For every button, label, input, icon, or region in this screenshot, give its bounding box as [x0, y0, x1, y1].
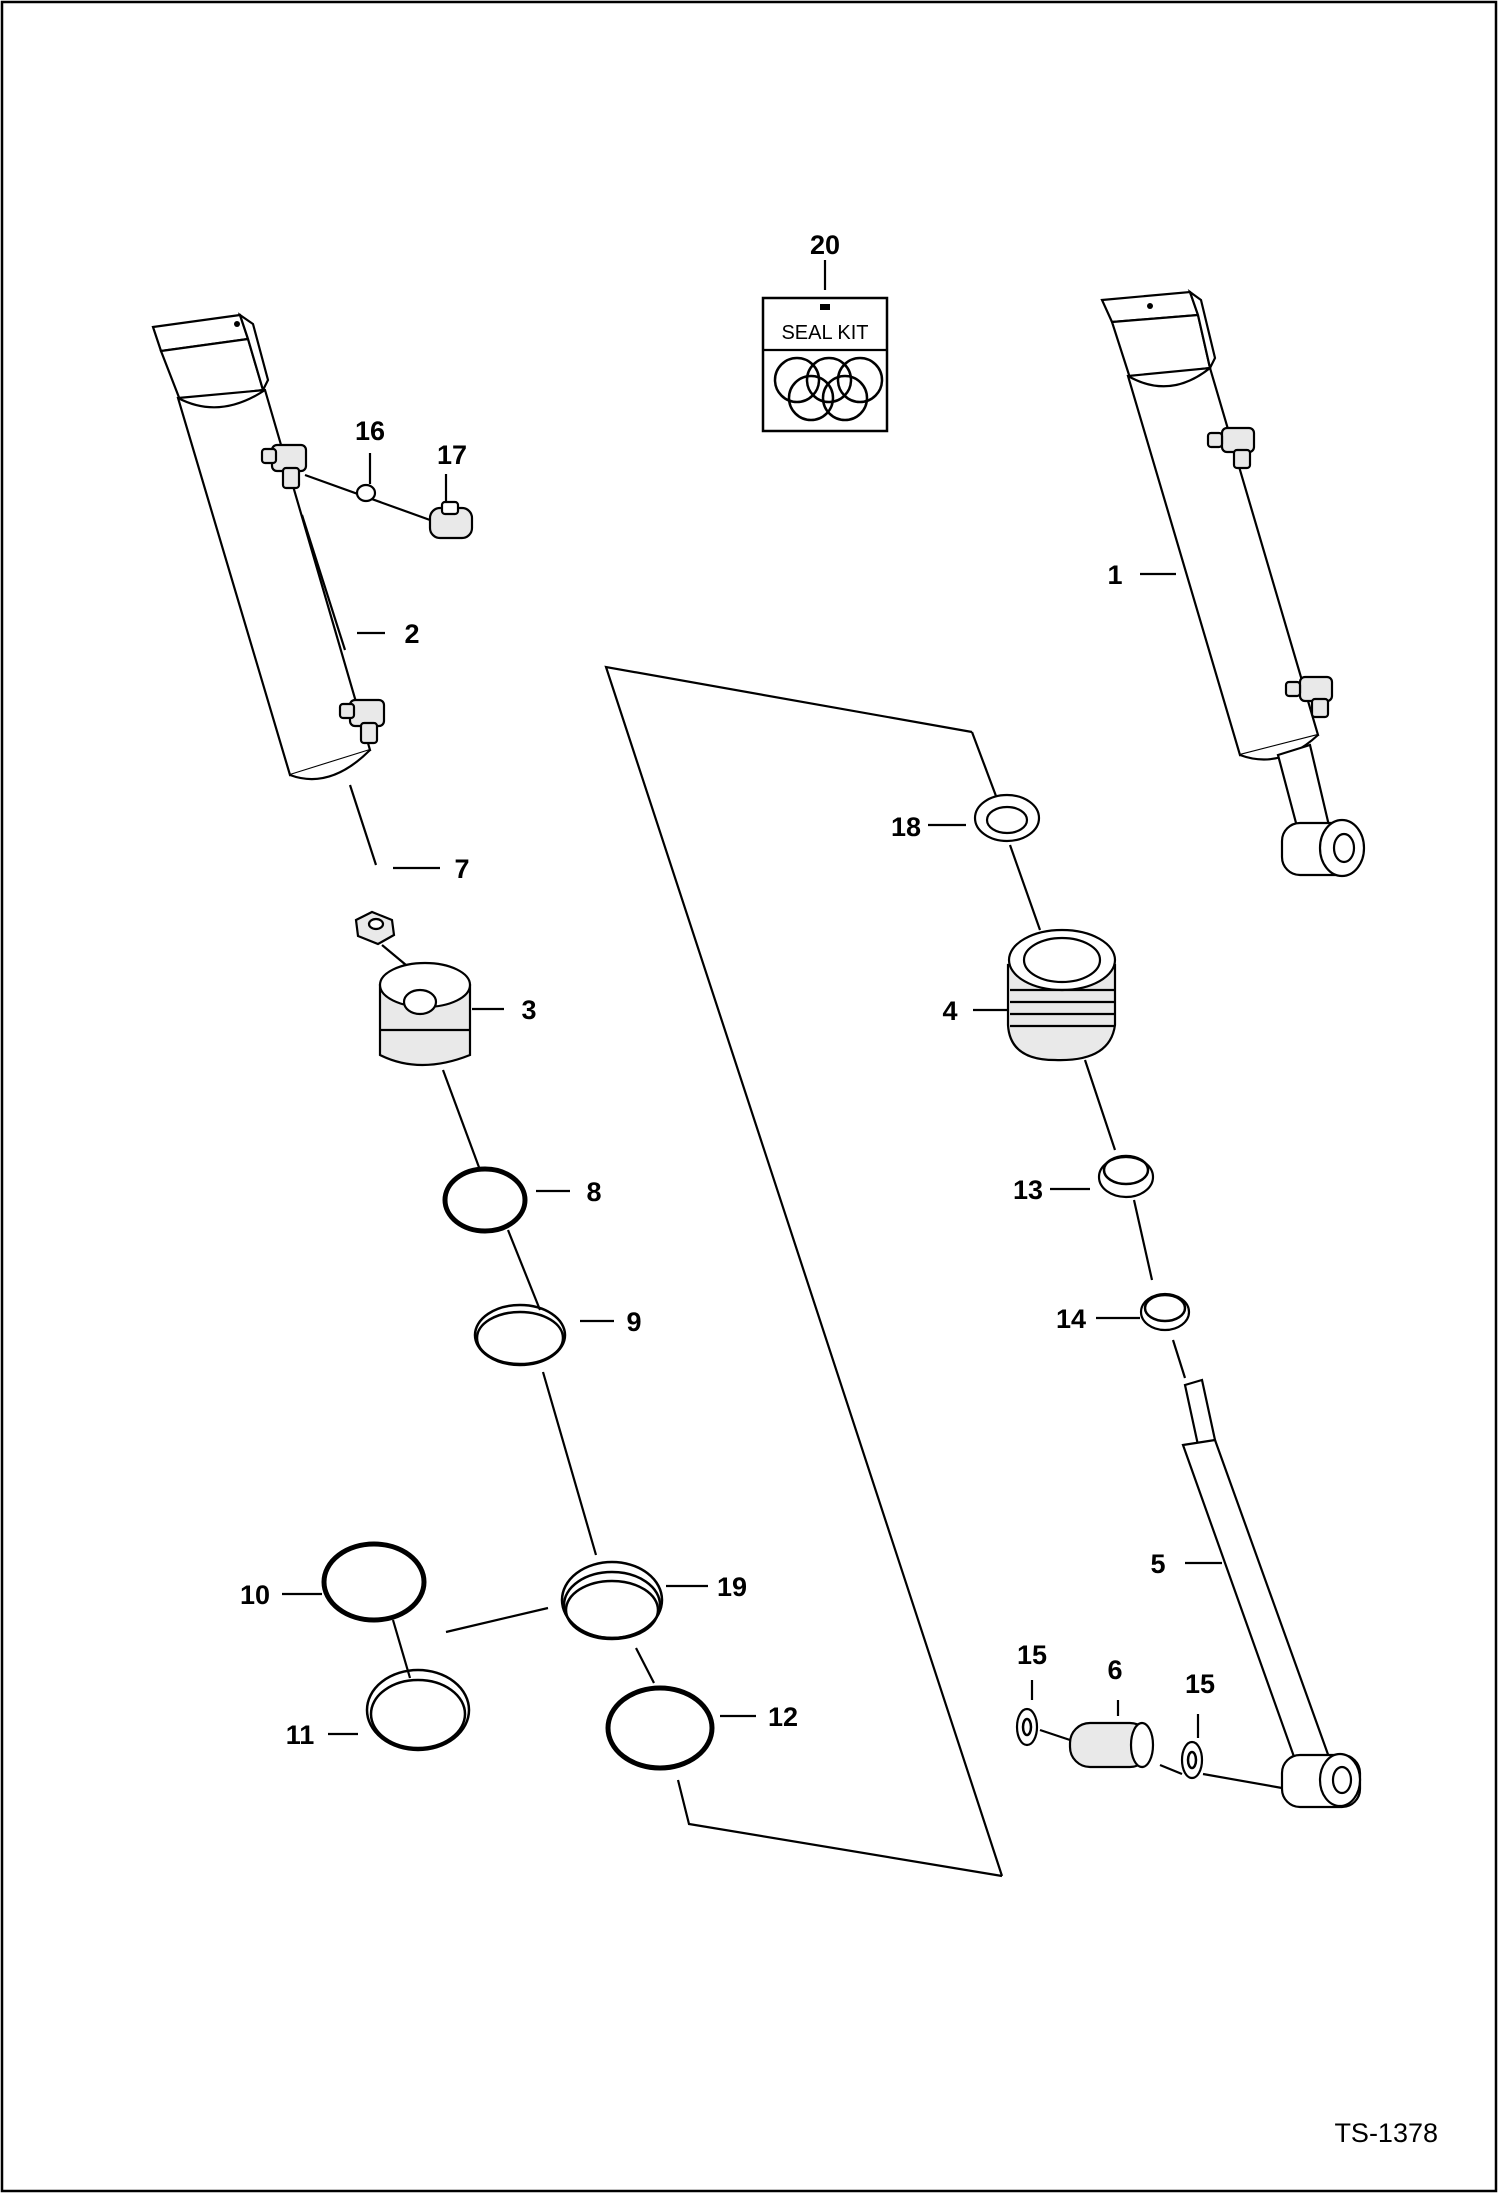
callout-6: 6 [1107, 1655, 1122, 1685]
callout-1: 1 [1107, 560, 1122, 590]
cylinder-assembly-1 [1100, 289, 1366, 878]
washer-15-right [1180, 1740, 1204, 1780]
gland-4 [1006, 928, 1117, 1062]
plug-17 [428, 500, 474, 540]
group-outline [604, 665, 1004, 1877]
callout-10: 10 [240, 1580, 270, 1610]
callout-16: 16 [355, 416, 385, 446]
callout-15-right: 15 [1185, 1669, 1215, 1699]
seal-8 [442, 1166, 528, 1234]
bushing-6 [1068, 1721, 1155, 1769]
washer-15-left [1015, 1707, 1039, 1747]
callout-2: 2 [404, 619, 419, 649]
callout-15-left: 15 [1017, 1640, 1047, 1670]
ring-11 [365, 1668, 471, 1752]
drawing-id: TS-1378 [1334, 2118, 1438, 2148]
callout-9: 9 [626, 1307, 641, 1337]
callout-20: 20 [810, 230, 840, 260]
seal-kit-label: SEAL KIT [781, 322, 868, 344]
callout-5: 5 [1150, 1549, 1165, 1579]
seal-10 [321, 1541, 427, 1623]
callout-8: 8 [586, 1177, 601, 1207]
callout-7: 7 [454, 854, 469, 884]
piston-3 [378, 961, 472, 1067]
seal-kit: SEAL KIT [761, 260, 889, 433]
callout-17: 17 [437, 440, 467, 470]
nut-7 [354, 910, 396, 946]
callout-12: 12 [768, 1702, 798, 1732]
o-ring-16 [355, 483, 377, 503]
rod-5 [1181, 1378, 1362, 1809]
callout-18: 18 [891, 812, 921, 842]
seal-12 [605, 1685, 715, 1771]
callout-11: 11 [286, 1720, 315, 1750]
callout-4: 4 [942, 996, 957, 1026]
callout-14: 14 [1056, 1304, 1086, 1334]
callout-3: 3 [521, 995, 536, 1025]
cylinder-barrel [151, 312, 386, 781]
callout-19: 19 [717, 1572, 747, 1602]
callout-13: 13 [1013, 1175, 1043, 1205]
